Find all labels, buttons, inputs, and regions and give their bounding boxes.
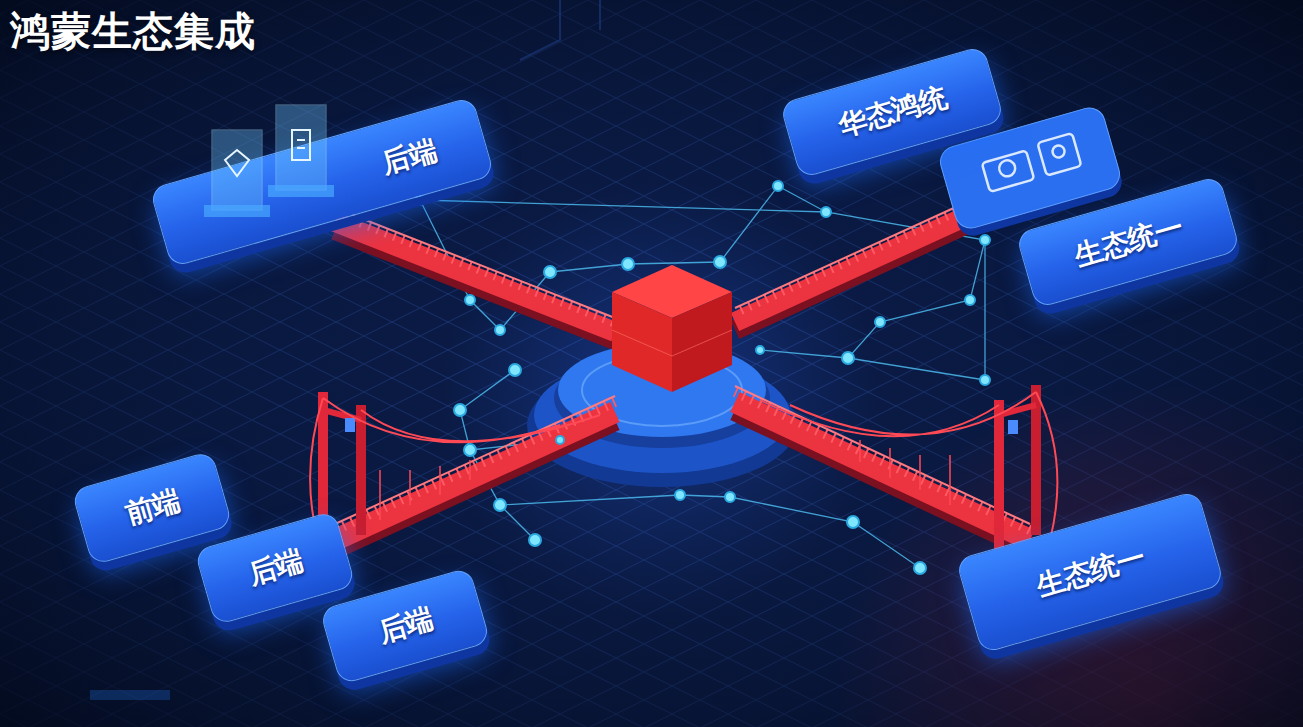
box-text-group: 前端 — [121, 484, 184, 532]
icon-box-part — [1037, 133, 1081, 176]
box-text-group: 后端 — [244, 544, 307, 592]
network-dot-part — [847, 516, 859, 528]
box-label: 后端 — [378, 133, 441, 181]
network-dot-part — [725, 492, 735, 502]
icon-box-part — [1051, 144, 1066, 159]
network-dot-part — [494, 499, 506, 511]
bridge-tower-part — [1008, 420, 1018, 434]
network-dot-part — [842, 352, 854, 364]
network-lines-part — [420, 200, 826, 212]
center-cube — [612, 265, 732, 392]
box-text-group: 生态统一 — [1033, 540, 1150, 603]
box-label: 生态统一 — [1033, 540, 1150, 603]
network-lines-part — [500, 495, 920, 568]
bridge-part — [735, 196, 980, 308]
icon-box-part — [982, 150, 1034, 192]
network-dot-part — [965, 295, 975, 305]
box-label: 前端 — [121, 484, 184, 532]
box-text-group: 华态鸿统 — [835, 80, 952, 143]
network-dot-part — [980, 375, 990, 385]
bridge-part — [335, 412, 615, 540]
box-label: 后端 — [374, 602, 437, 650]
network-dot-part — [773, 181, 783, 191]
bridge-tower-part — [860, 440, 950, 505]
network-dot-part — [495, 325, 505, 335]
network-dot-part — [454, 404, 466, 416]
network-dot-part — [875, 317, 885, 327]
center-cube-part — [672, 292, 732, 392]
network-dot — [415, 181, 990, 574]
bridge-part — [335, 222, 615, 332]
ground-part — [90, 690, 170, 700]
icon-box-part — [997, 158, 1017, 178]
bridge-tower-part — [994, 400, 1004, 550]
bridge-part — [735, 386, 1030, 524]
network-dot-part — [509, 364, 521, 376]
bridge — [335, 196, 1030, 548]
bridge-tower-part — [760, 392, 1057, 540]
ground-part — [520, 0, 600, 60]
bridge-tower-part — [356, 405, 366, 535]
box-text-group: 生态统一 — [1071, 210, 1188, 273]
box-text-group: 后端 — [374, 602, 437, 650]
network-lines-part — [760, 350, 848, 358]
bridge-tower-part — [310, 398, 600, 540]
network-dot-part — [622, 258, 634, 270]
bridge-part — [735, 210, 980, 322]
box-label: 生态统一 — [1071, 210, 1188, 273]
bridge-part — [735, 402, 1030, 540]
center-cube-part — [612, 292, 672, 392]
network-dot-part — [756, 346, 764, 354]
bridge-tower-part — [380, 460, 470, 520]
network-dot-part — [544, 266, 556, 278]
network-lines-part — [984, 240, 985, 380]
box-text-group: 后端 — [378, 133, 441, 181]
network-dot-part — [914, 562, 926, 574]
network-dot-part — [980, 235, 990, 245]
bridge-tower-part — [999, 405, 1036, 415]
bridge-part — [335, 213, 615, 323]
bridge-tower — [310, 385, 1057, 550]
network-lines — [420, 186, 985, 568]
bridge-part — [335, 396, 615, 524]
network-dot-part — [465, 295, 475, 305]
center-cube-part — [612, 330, 732, 356]
page-title: 鸿蒙生态集成 — [10, 4, 256, 59]
bridge-part — [735, 201, 980, 313]
network-dot-part — [821, 207, 831, 217]
network-dot-part — [556, 436, 564, 444]
network-dot-part — [464, 444, 476, 456]
box-label: 华态鸿统 — [835, 80, 952, 143]
bridge-tower-part — [345, 418, 355, 432]
network-dot-part — [675, 490, 685, 500]
network-dot-part — [529, 534, 541, 546]
bridge-part — [335, 208, 615, 318]
network-dot-part — [714, 256, 726, 268]
box-label: 后端 — [244, 544, 307, 592]
